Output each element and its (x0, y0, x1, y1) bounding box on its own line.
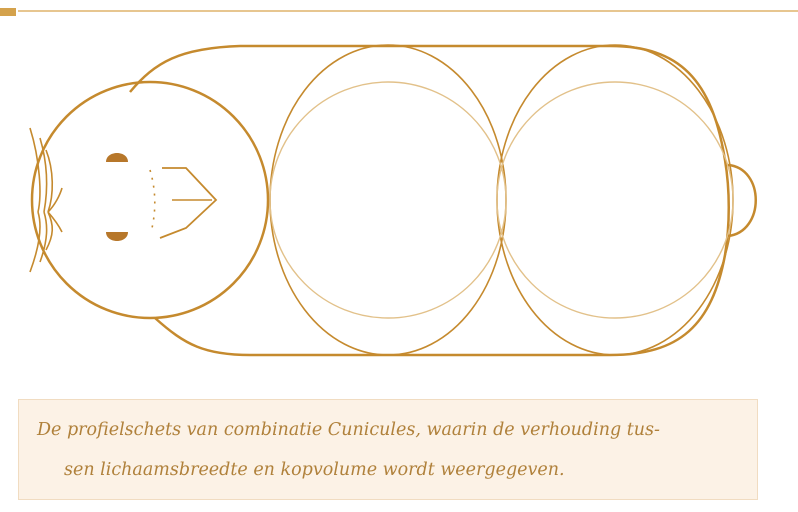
header-line (18, 10, 798, 12)
body-ellipse-1 (270, 45, 506, 355)
body-outline (130, 46, 729, 355)
caption-line-2: sen lichaamsbreedte en kopvolume wordt w… (19, 450, 757, 490)
eye-upper (106, 153, 128, 162)
profile-sketch-figure (0, 20, 798, 390)
ear-dotted-line (150, 170, 155, 228)
caption-box: De profielschets van combinatie Cunicule… (18, 399, 758, 500)
body-circle-2 (497, 82, 733, 318)
caption-line-1: De profielschets van combinatie Cunicule… (19, 410, 757, 450)
eye-lower (106, 232, 128, 241)
corner-mark (0, 8, 16, 16)
head-circle (32, 82, 268, 318)
top-rule (0, 0, 798, 20)
whiskers (30, 128, 62, 272)
body-ellipse-2 (497, 45, 733, 355)
body-circle-1 (270, 82, 506, 318)
ear-outline (160, 168, 216, 238)
